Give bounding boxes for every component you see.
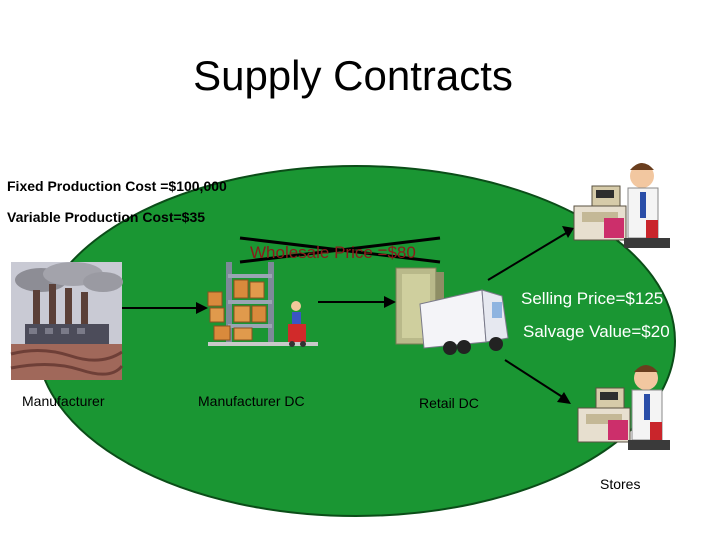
wholesale-cross-out [239, 236, 441, 264]
delivery-truck-icon [395, 267, 509, 355]
arrow-to-upper-store [487, 226, 574, 281]
warehouse-icon [207, 262, 318, 347]
arrow-manufacturer-to-dc [122, 302, 208, 314]
selling-price: Selling Price=$125 [521, 289, 664, 308]
salvage-value: Salvage Value=$20 [523, 322, 670, 341]
cashier-icon [573, 163, 670, 248]
page-title: Supply Contracts [193, 52, 513, 99]
cashier-icon [577, 365, 670, 450]
manufacturer-dc-label: Manufacturer DC [198, 393, 305, 409]
variable-production-cost: Variable Production Cost=$35 [7, 209, 206, 225]
stores-label: Stores [600, 476, 641, 492]
arrow-to-lower-store [504, 359, 571, 404]
wholesale-price: Wholesale Price =$80 [250, 243, 416, 262]
manufacturer-label: Manufacturer [22, 393, 105, 409]
factory-icon [10, 262, 124, 380]
fixed-production-cost: Fixed Production Cost =$100,000 [7, 178, 227, 194]
arrow-dc-to-retail-dc [318, 296, 396, 308]
retail-dc-label: Retail DC [419, 395, 479, 411]
